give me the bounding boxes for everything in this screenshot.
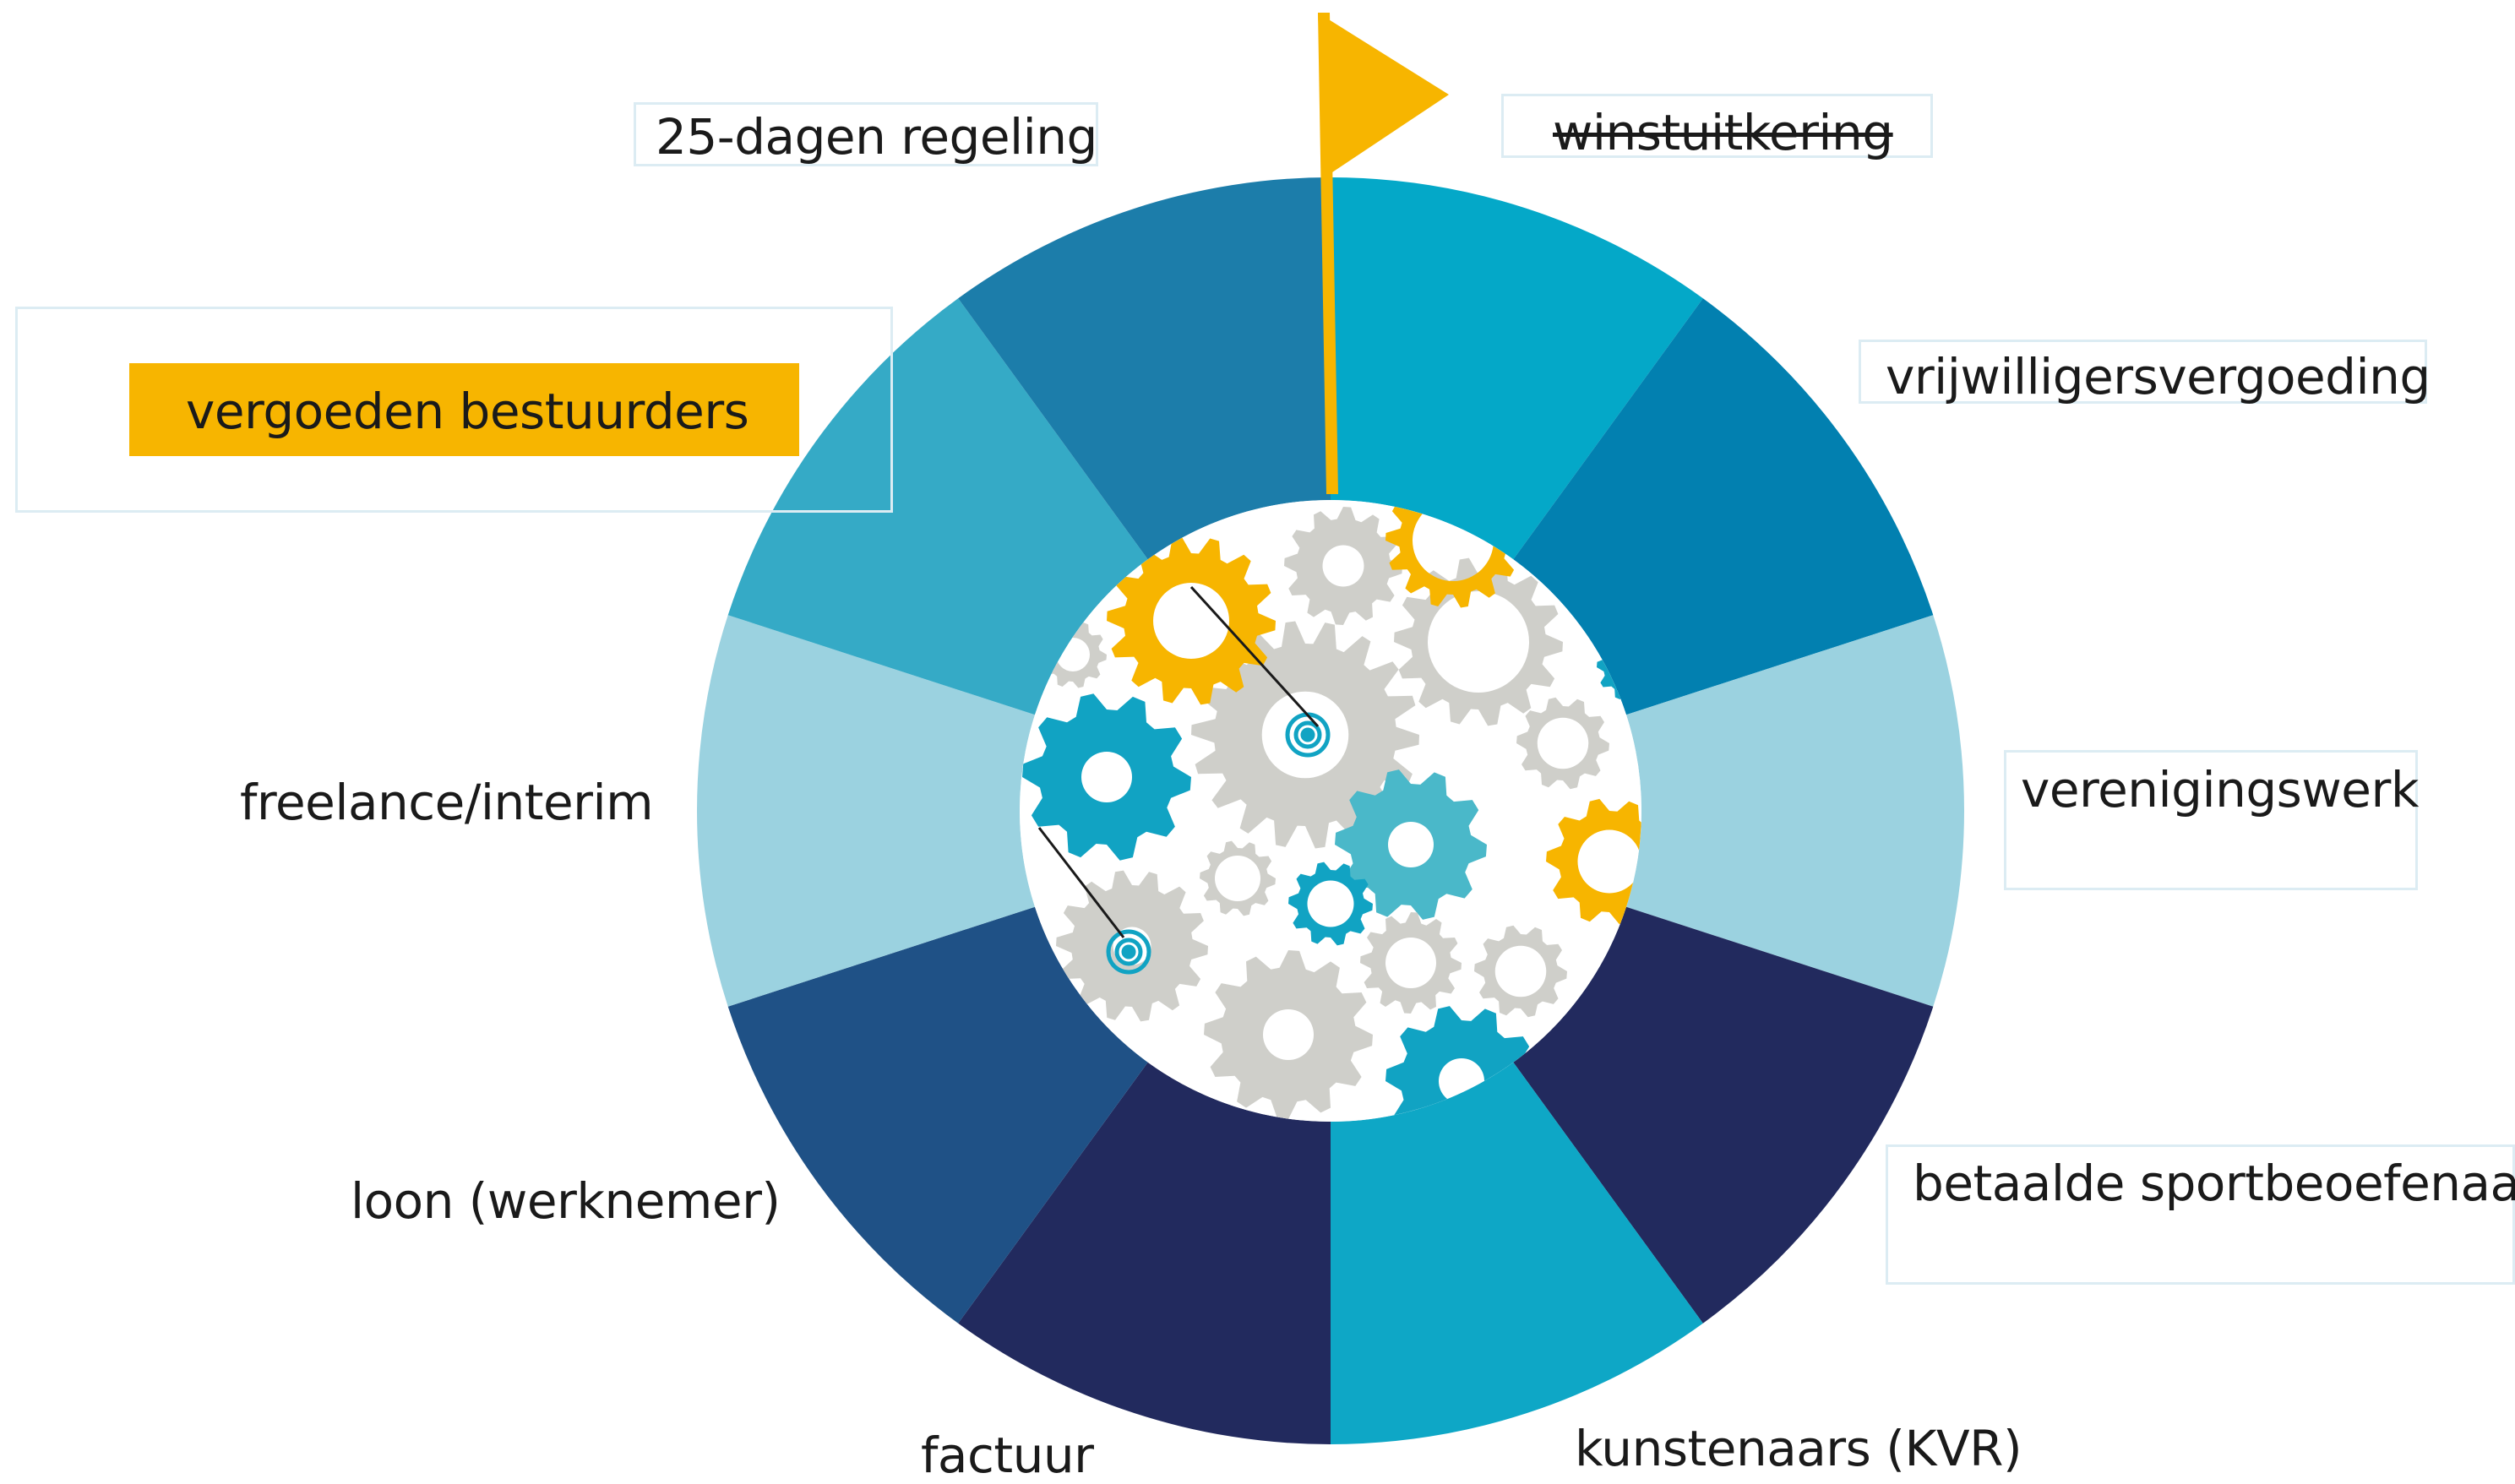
wheel-segments [697, 177, 1964, 1444]
wheel-segment [1625, 615, 1964, 1007]
gear-icon [1200, 840, 1276, 916]
gear-icon [1335, 769, 1487, 920]
wheel-segment [727, 298, 1148, 715]
gear-icon [1107, 536, 1276, 705]
label-betaalde-sportbeoefenaar: betaalde sportbeoefenaar [1913, 1155, 2515, 1212]
label-box-verenigingswerk [2004, 750, 2418, 890]
wheel-segment [727, 906, 1148, 1324]
label-vergoeden-bestuurders: vergoeden bestuurders [186, 383, 749, 440]
wheel-segment [1513, 906, 1934, 1324]
gear-icon [1191, 621, 1419, 849]
gear-icon [1288, 862, 1373, 946]
label-winstuitkering: winstuitkering [1553, 104, 1893, 161]
flag-icon [1318, 13, 1449, 494]
wheel-segment [1513, 298, 1934, 715]
wheel-segment [1331, 177, 1703, 560]
gear-icon [1022, 693, 1191, 861]
label-vrijwilligersvergoeding: vrijwilligersvergoeding [1886, 348, 2431, 405]
gear-hub-ring [1106, 929, 1151, 975]
label-freelance: freelance/interim [240, 774, 654, 831]
wheel-segment [697, 615, 1036, 1007]
label-loon: loon (werknemer) [351, 1172, 781, 1230]
label-box-betaalde-sportbeoefenaar [1886, 1144, 2515, 1285]
gear-hub-ring [1121, 944, 1136, 959]
gear-hub-ring [1300, 727, 1315, 742]
gear-icon [1284, 507, 1402, 625]
highlight-bar [129, 363, 799, 456]
wheel-segment [958, 1062, 1331, 1444]
label-verenigingswerk: verenigingswerk [2021, 761, 2419, 818]
gear-hub-ring [1114, 938, 1143, 966]
wheel-segment [958, 177, 1331, 560]
label-kunstenaars: kunstenaars (KVR) [1575, 1420, 2022, 1477]
gear-link-line [1189, 585, 1320, 728]
label-box-vrijwilligersvergoeding [1859, 340, 2427, 404]
label-factuur: factuur [921, 1427, 1094, 1484]
gear-icon [1516, 697, 1609, 790]
gear-icon [1056, 870, 1208, 1022]
wheel-segment [1331, 1062, 1703, 1444]
label-box-winstuitkering [1501, 94, 1933, 158]
gear-icon [1204, 950, 1373, 1119]
gear-icon [1360, 912, 1462, 1014]
gear-cluster [1022, 500, 1641, 1122]
gear-center [1020, 500, 1641, 1122]
label-box-vergoeden-bestuurders [15, 307, 893, 513]
label-box-25-dagen-regeling [634, 102, 1098, 166]
gear-icon [1474, 925, 1567, 1018]
gear-hub-ring [1293, 720, 1322, 749]
label-25-dagen-regeling: 25-dagen regeling [656, 108, 1097, 166]
gear-link-line [1037, 827, 1125, 938]
